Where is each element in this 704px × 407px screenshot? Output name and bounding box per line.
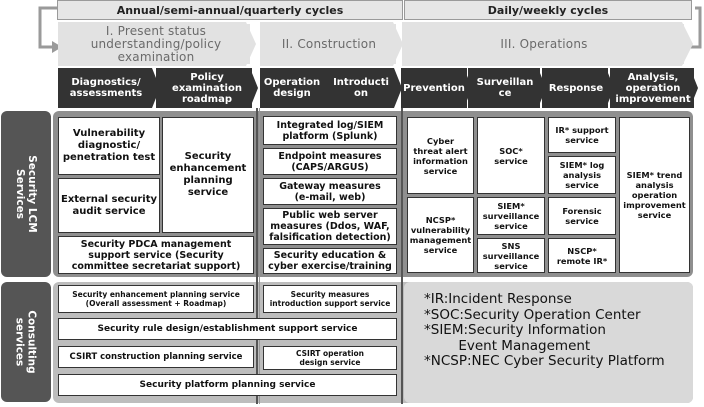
stage-surveillance: Surveillan ce xyxy=(470,68,540,108)
ncsp-vulnerability-label: NCSP* vulnerability management service xyxy=(409,215,472,255)
sns-surveillance-label: SNS surveillance service xyxy=(482,240,540,271)
external-audit-label: External security audit service xyxy=(61,193,157,217)
phase-present-status-label: I. Present status understanding/policy e… xyxy=(90,23,222,64)
box-csirt-planning: CSIRT construction planning service xyxy=(58,346,254,368)
divider-phase-1-2-light xyxy=(259,108,260,404)
daily-cycles-label: Daily/weekly cycles xyxy=(487,3,609,17)
box-external-audit: External security audit service xyxy=(58,178,160,233)
enhancement-planning-consulting-label: Security enhancement planning service (O… xyxy=(72,290,240,308)
stage-diagnostics-label: Diagnostics/ assessments xyxy=(69,77,143,99)
stage-policy-roadmap: Policy examination roadmap xyxy=(162,68,252,108)
ir-support-label: IR* support service xyxy=(555,125,609,145)
nscp-remote-ir-label: NSCP* remote IR* xyxy=(556,245,608,266)
notes-panel xyxy=(404,282,693,403)
box-measures-introduction: Security measures introduction support s… xyxy=(263,285,397,313)
note-siem-cont: Event Management xyxy=(424,337,591,354)
stage-prevention-label: Prevention xyxy=(403,82,465,94)
box-rule-design: Security rule design/establishment suppo… xyxy=(58,318,397,340)
pdca-management-label: Security PDCA management support service… xyxy=(71,238,241,272)
csirt-operation-design-label: CSIRT operation design service xyxy=(295,349,365,367)
box-enhancement-planning-consulting: Security enhancement planning service (O… xyxy=(58,285,254,313)
box-forensic: Forensic service xyxy=(548,197,616,235)
phase-operations-label: III. Operations xyxy=(500,37,588,51)
box-gateway-measures: Gateway measures (e-mail, web) xyxy=(263,178,397,205)
note-ncsp: *NCSP:NEC Cyber Security Platform xyxy=(424,353,665,369)
stage-policy-roadmap-label: Policy examination roadmap xyxy=(172,71,242,105)
box-siem-surveillance: SIEM* surveillance service xyxy=(477,197,545,235)
box-integrated-log: Integrated log/SIEM platform (Splunk) xyxy=(263,116,397,145)
stage-operation-design-label: Operation design xyxy=(263,77,321,99)
security-education-label: Security education & cyber exercise/trai… xyxy=(268,250,392,272)
section-lcm-label: Security LCM Services xyxy=(14,155,38,233)
section-lcm-services: Security LCM Services xyxy=(1,111,51,277)
siem-surveillance-label: SIEM* surveillance service xyxy=(482,201,540,231)
threat-alert-label: Cyber threat alert information service xyxy=(413,135,468,176)
box-siem-log-analysis: SIEM* log analysis service xyxy=(548,156,616,194)
note-siem: *SIEM:Security Information xyxy=(424,322,606,338)
stage-surveillance-label: Surveillan ce xyxy=(476,77,534,99)
enhancement-planning-label: Security enhancement planning service xyxy=(169,151,247,198)
public-web-measures-label: Public web server measures (Ddos, WAF, f… xyxy=(269,210,391,243)
integrated-log-label: Integrated log/SIEM platform (Splunk) xyxy=(276,119,384,142)
box-soc-service: SOC* service xyxy=(477,117,545,194)
siem-log-analysis-label: SIEM* log analysis service xyxy=(559,160,605,190)
phase-present-status: I. Present status understanding/policy e… xyxy=(62,24,250,64)
stage-introduction: Introducti on xyxy=(328,68,394,108)
box-platform-planning: Security platform planning service xyxy=(58,374,397,396)
box-siem-trend-analysis: SIEM* trend analysis operation improveme… xyxy=(619,117,690,273)
gateway-measures-label: Gateway measures (e-mail, web) xyxy=(279,180,381,203)
soc-service-label: SOC* service xyxy=(494,145,528,166)
box-nscp-remote-ir: NSCP* remote IR* xyxy=(548,238,616,273)
stage-prevention: Prevention xyxy=(401,68,467,108)
annual-cycles-header: Annual/semi-annual/quarterly cycles xyxy=(57,0,403,20)
phase-operations: III. Operations xyxy=(404,24,684,64)
box-csirt-operation-design: CSIRT operation design service xyxy=(263,346,397,370)
box-security-education: Security education & cyber exercise/trai… xyxy=(263,248,397,274)
phase-construction-label: II. Construction xyxy=(281,37,377,51)
section-consulting-services: Consulting services xyxy=(1,282,51,402)
stage-analysis: Analysis, operation improvement xyxy=(612,68,694,108)
stage-response: Response xyxy=(544,68,608,108)
divider-phase-2-3 xyxy=(401,108,403,404)
note-ir: *IR:Incident Response xyxy=(424,291,572,307)
box-vulnerability-test: Vulnerability diagnostic/ penetration te… xyxy=(58,117,160,175)
box-ncsp-vulnerability: NCSP* vulnerability management service xyxy=(407,197,474,273)
stage-operation-design: Operation design xyxy=(260,68,324,108)
box-sns-surveillance: SNS surveillance service xyxy=(477,238,545,273)
platform-planning-label: Security platform planning service xyxy=(139,379,316,390)
daily-cycles-header: Daily/weekly cycles xyxy=(404,0,692,20)
measures-introduction-label: Security measures introduction support s… xyxy=(269,290,391,308)
annual-cycles-label: Annual/semi-annual/quarterly cycles xyxy=(116,3,344,17)
vulnerability-test-label: Vulnerability diagnostic/ penetration te… xyxy=(62,128,156,163)
note-soc: *SOC:Security Operation Center xyxy=(424,306,641,323)
divider-phase-1-2 xyxy=(256,108,258,404)
siem-trend-analysis-label: SIEM* trend analysis operation improveme… xyxy=(623,170,686,220)
rule-design-label: Security rule design/establishment suppo… xyxy=(97,323,358,334)
box-threat-alert: Cyber threat alert information service xyxy=(407,117,474,194)
box-pdca-management: Security PDCA management support service… xyxy=(58,236,254,274)
box-enhancement-planning: Security enhancement planning service xyxy=(162,117,254,233)
stage-introduction-label: Introducti on xyxy=(333,77,389,99)
stage-response-label: Response xyxy=(548,82,604,94)
box-public-web-measures: Public web server measures (Ddos, WAF, f… xyxy=(263,208,397,245)
phase-construction: II. Construction xyxy=(262,24,396,64)
section-consulting-label: Consulting services xyxy=(14,310,39,374)
box-ir-support: IR* support service xyxy=(548,117,616,153)
csirt-planning-label: CSIRT construction planning service xyxy=(69,351,243,362)
box-endpoint-measures: Endpoint measures (CAPS/ARGUS) xyxy=(263,148,397,175)
abbreviation-notes: *IR:Incident Response *SOC:Security Oper… xyxy=(424,291,690,370)
endpoint-measures-label: Endpoint measures (CAPS/ARGUS) xyxy=(278,150,382,173)
forensic-label: Forensic service xyxy=(562,206,602,226)
stage-diagnostics: Diagnostics/ assessments xyxy=(60,68,152,108)
stage-analysis-label: Analysis, operation improvement xyxy=(615,71,691,105)
